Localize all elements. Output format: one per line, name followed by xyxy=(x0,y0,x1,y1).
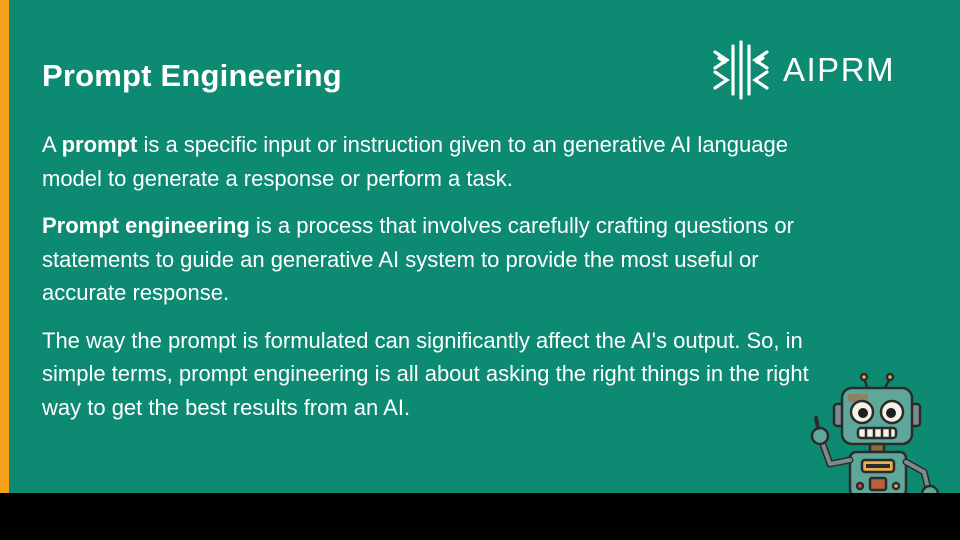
slide-title: Prompt Engineering xyxy=(42,58,342,93)
left-accent-bar xyxy=(0,0,9,540)
slide-body: A prompt is a specific input or instruct… xyxy=(42,128,832,438)
paragraph-summary: The way the prompt is formulated can sig… xyxy=(42,324,832,425)
paragraph-bold-term: prompt xyxy=(61,132,138,157)
footer-bar xyxy=(0,493,960,540)
logo-text: AIPRM xyxy=(783,51,896,88)
paragraph-text: The way the prompt is formulated can sig… xyxy=(42,327,809,420)
paragraph-lead: A xyxy=(42,132,62,157)
paragraph-text: is a specific input or instruction given… xyxy=(42,132,788,191)
paragraph-prompt-engineering-definition: Prompt engineering is a process that inv… xyxy=(42,209,832,310)
aiprm-logo-icon xyxy=(713,40,769,100)
aiprm-logo: AIPRM xyxy=(709,38,899,102)
paragraph-bold-term: Prompt engineering xyxy=(42,213,250,238)
paragraph-prompt-definition: A prompt is a specific input or instruct… xyxy=(42,128,832,195)
paragraph-text: is a process that involves carefully cra… xyxy=(42,213,794,305)
